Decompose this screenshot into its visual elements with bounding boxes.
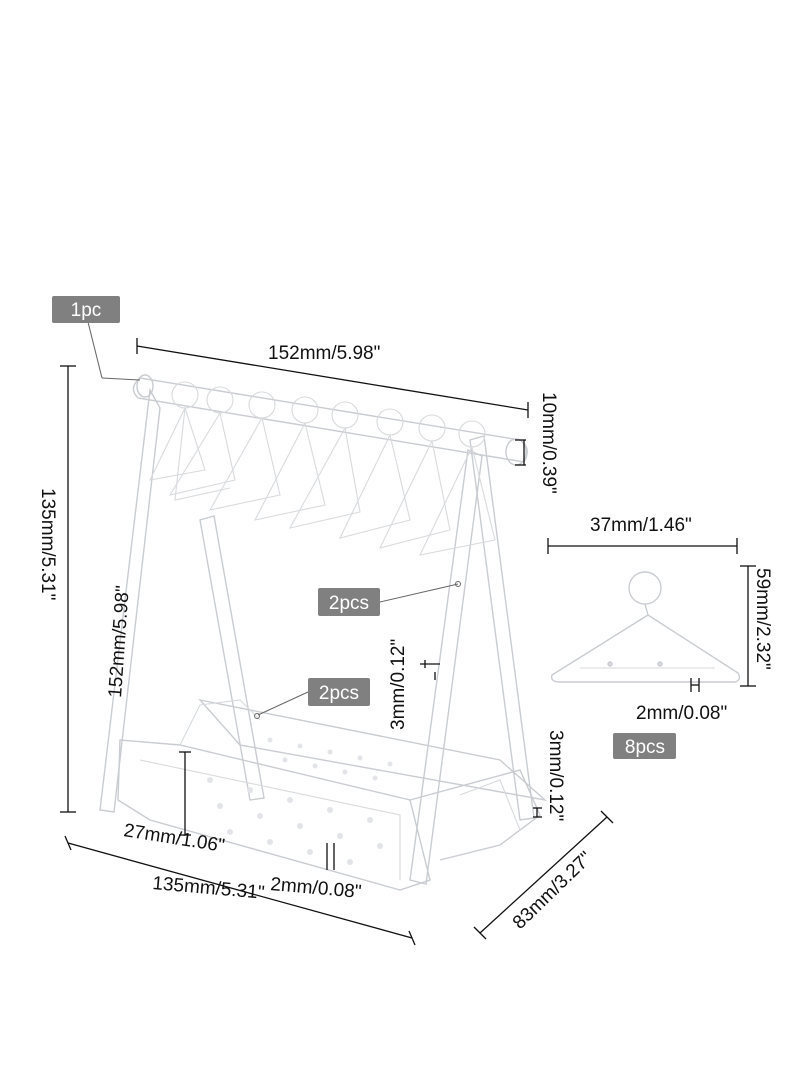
rod-length-label: 152mm/5.98" (268, 343, 380, 364)
base-thickness-label: 3mm/0.12" (545, 730, 566, 821)
hanger-width-label: 37mm/1.46" (590, 515, 692, 536)
hanger-hole-label: 2mm/0.08" (636, 703, 727, 724)
base-tray-top (198, 698, 548, 802)
base-length-label: 135mm/5.31" (152, 873, 266, 904)
mini-hangers-on-rod (149, 381, 496, 556)
base-front-panel (117, 739, 431, 891)
base-holes (207, 737, 393, 865)
svg-text:8pcs: 8pcs (625, 737, 665, 758)
base-height-label: 27mm/1.06" (122, 820, 226, 857)
left-back-leg (99, 387, 161, 813)
right-back-leg (469, 435, 535, 821)
base-right-panel (409, 769, 541, 861)
base-hole-label: 2mm/0.08" (270, 874, 363, 903)
badge-base: 2pcs (308, 678, 370, 706)
right-front-leg (409, 448, 483, 885)
svg-text:1pc: 1pc (71, 300, 102, 321)
badge-sides: 2pcs (318, 588, 380, 616)
total-height-label: 135mm/5.31" (37, 488, 58, 600)
single-hanger-illustration (550, 571, 741, 683)
badge-stand: 1pc (52, 296, 120, 323)
svg-text:2pcs: 2pcs (329, 593, 369, 614)
rod-diameter-label: 10mm/0.39" (538, 392, 559, 494)
hanger-stand-illustration (99, 374, 741, 891)
base-depth-label: 83mm/3.27" (509, 848, 597, 934)
svg-text:2pcs: 2pcs (319, 683, 359, 704)
side-thickness-label: 3mm/0.12" (388, 639, 409, 730)
dimension-lines (60, 321, 756, 946)
hanger-height-label: 59mm/2.32" (752, 568, 773, 670)
badge-hangers: 8pcs (613, 733, 676, 759)
